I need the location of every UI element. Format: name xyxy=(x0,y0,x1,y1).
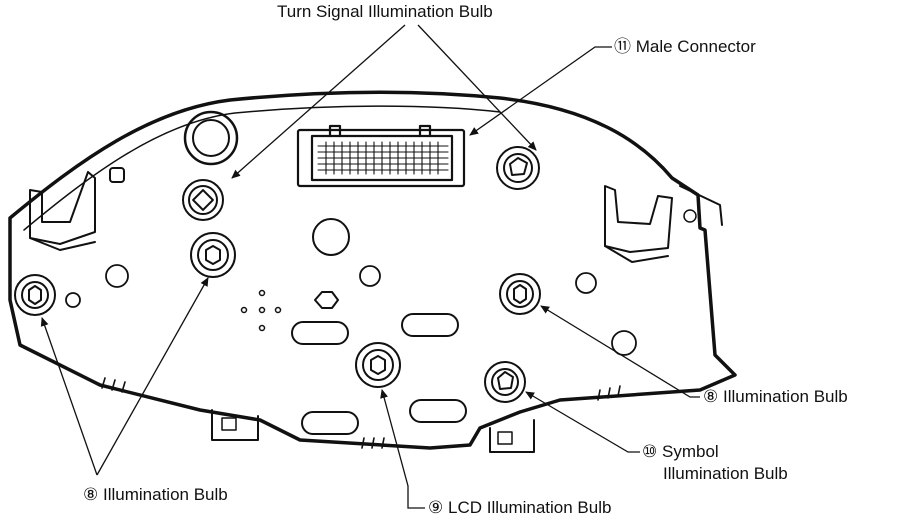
turn-signal-bulb-right xyxy=(496,146,540,190)
male-connector xyxy=(296,124,466,188)
callout-number-8-right: ⑧ xyxy=(703,387,719,406)
label-male-connector: ⑪ Male Connector xyxy=(614,37,756,57)
hole-center-large xyxy=(312,218,350,256)
label-illumination-left-text: Illumination Bulb xyxy=(102,485,228,504)
slot-1 xyxy=(291,321,349,345)
bottom-tab-right xyxy=(489,419,535,453)
leader-illum-left-1 xyxy=(40,317,98,476)
label-symbol: ⑩ Symbol xyxy=(642,442,719,462)
socket-top-left-outer xyxy=(183,110,239,166)
housing-outline xyxy=(8,90,737,450)
right-mount-bracket xyxy=(604,185,673,263)
slot-2 xyxy=(401,313,459,337)
bottom-tab-right-square xyxy=(497,431,513,445)
illumination-bulb-far-left xyxy=(14,274,56,316)
hex-boss xyxy=(314,291,339,309)
symbol-illumination-bulb xyxy=(484,361,526,403)
label-illumination-left: ⑧ Illumination Bulb xyxy=(83,485,228,505)
slot-3 xyxy=(301,411,359,435)
callout-number-9: ⑨ xyxy=(428,498,444,517)
socket-top-left-inner xyxy=(192,119,230,157)
label-illumination-right-text: Illumination Bulb xyxy=(722,387,848,406)
dot-pattern xyxy=(240,289,282,332)
vent-ticks xyxy=(101,377,621,449)
callout-number-8-left: ⑧ xyxy=(83,485,99,504)
hole-right-low xyxy=(611,330,637,356)
callout-number-11: ⑪ xyxy=(614,37,631,56)
hole-center-right xyxy=(359,265,381,287)
label-lcd: ⑨ LCD Illumination Bulb xyxy=(428,498,611,518)
illumination-bulb-right xyxy=(499,273,541,315)
label-turn-signal: Turn Signal Illumination Bulb xyxy=(277,2,493,21)
label-symbol-line1: Symbol xyxy=(661,442,719,461)
hole-right-mid xyxy=(575,272,597,294)
lcd-illumination-bulb xyxy=(355,342,401,388)
leader-illum-left-2 xyxy=(96,277,209,476)
callout-number-10: ⑩ xyxy=(642,442,658,461)
bottom-tab-left-square xyxy=(221,417,237,431)
bottom-tab-left xyxy=(211,409,259,441)
label-lcd-text: LCD Illumination Bulb xyxy=(447,498,612,517)
illumination-bulb-center-left xyxy=(190,232,236,278)
leader-turn-signal-1 xyxy=(231,24,406,179)
label-symbol-line2: Illumination Bulb xyxy=(663,464,788,483)
hole-left-mid xyxy=(105,264,129,288)
leader-illum-right xyxy=(540,305,700,398)
leader-lcd xyxy=(380,389,425,509)
slot-4 xyxy=(409,399,467,423)
leader-male-connector xyxy=(469,46,612,136)
label-illumination-right: ⑧ Illumination Bulb xyxy=(703,387,848,407)
turn-signal-bulb-upper xyxy=(182,179,224,221)
housing-right-lip xyxy=(679,185,723,226)
label-male-connector-text: Male Connector xyxy=(635,37,756,56)
small-square-left xyxy=(109,167,125,183)
leader-turn-signal-2 xyxy=(417,24,537,151)
left-mount-bracket xyxy=(29,171,96,251)
housing-inner-edge xyxy=(23,105,501,231)
connector-pins xyxy=(317,141,449,175)
housing-screw-hole xyxy=(683,209,697,223)
leader-symbol xyxy=(525,391,640,453)
hole-left-small xyxy=(65,292,81,308)
